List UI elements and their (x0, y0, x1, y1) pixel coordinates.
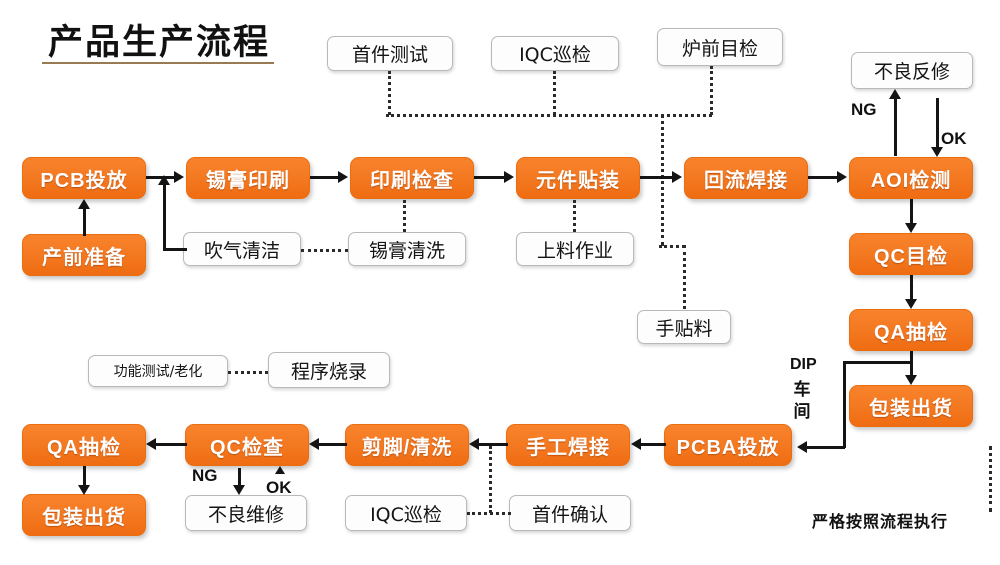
arrow-head-aoi-to-qc (905, 223, 917, 233)
step-pre-production[interactable]: 产前准备 (22, 234, 146, 276)
arrow-head-handsolder-to-cutclean (469, 438, 479, 450)
step-qc-inspect[interactable]: QC检查 (185, 424, 309, 466)
title-underline (42, 62, 274, 64)
dip-branch-vertical (843, 361, 846, 448)
arrow-head-pcba-to-handsolder (631, 438, 641, 450)
arrow-line-qc-to-qa2 (155, 443, 187, 446)
step-cut-clean[interactable]: 剪脚/清洗 (345, 424, 469, 466)
step-pack-ship-2[interactable]: 包装出货 (22, 494, 146, 536)
arrow-line-print-to-check (310, 176, 340, 179)
dotted-first-article-down (388, 71, 391, 115)
note-first-article-test[interactable]: 首件测试 (327, 36, 453, 71)
arrow-head-cutclean-to-qc (309, 438, 319, 450)
arrow-head-pcb-to-print (174, 171, 184, 183)
label-qc-ng: NG (192, 466, 218, 485)
arrow-line-reflow-to-aoi (808, 176, 839, 179)
label-dip-workshop-1: DIP (790, 356, 817, 373)
arrow-head-reflow-to-aoi (837, 171, 847, 183)
arrow-head-print-to-check (338, 171, 348, 183)
arrow-line-handsolder-to-cutclean (478, 443, 508, 446)
note-rework[interactable]: 不良反修 (851, 52, 973, 89)
dip-branch-arrow-head (797, 441, 807, 453)
arrow-line-check-to-mount (474, 176, 506, 179)
dotted-iqc-top-down (553, 71, 556, 115)
arrow-line-qc-to-qa (910, 275, 913, 300)
qc-ng-arrow-head (233, 485, 245, 495)
dotted-feeding-up (573, 200, 576, 232)
dotted-firstarticle-up (489, 446, 492, 513)
qc-ng-line (238, 468, 241, 486)
label-aoi-ng: NG (851, 100, 877, 119)
arrow-line-pcba-to-handsolder (640, 443, 666, 446)
step-solder-print[interactable]: 锡膏印刷 (186, 157, 310, 199)
step-reflow-solder[interactable]: 回流焊接 (684, 157, 808, 199)
footnote-text: 严格按照流程执行 (812, 512, 949, 531)
arrow-head-qc-to-qa2 (146, 438, 156, 450)
dip-branch-bottom (806, 446, 845, 449)
step-qa-sample-2[interactable]: QA抽检 (22, 424, 146, 466)
note-iqc-patrol-top[interactable]: IQC巡检 (491, 36, 619, 71)
note-repair[interactable]: 不良维修 (185, 495, 307, 531)
step-pcba-feed[interactable]: PCBA投放 (664, 424, 792, 466)
dotted-right-edge-v (989, 446, 992, 512)
step-hand-solder[interactable]: 手工焊接 (506, 424, 630, 466)
airblow-line-v (163, 184, 166, 250)
note-program-burn[interactable]: 程序烧录 (268, 352, 390, 388)
arrow-line-pre-to-pcb (83, 208, 86, 236)
arrow-head-qa2-to-pack2 (78, 485, 90, 495)
page-title: 产品生产流程 (48, 23, 271, 63)
note-feeding-work[interactable]: 上料作业 (516, 232, 634, 266)
arrow-line-aoi-to-qc (910, 199, 913, 224)
dip-branch-top (843, 361, 912, 364)
qc-ok-arrow-head (275, 466, 285, 474)
dotted-spine-down (661, 114, 664, 246)
airblow-arrow-head (158, 175, 170, 185)
note-furnace-visual[interactable]: 炉前目检 (657, 28, 783, 66)
arrow-line-qa-to-pack (910, 351, 913, 376)
note-solder-paste-clean[interactable]: 锡膏清洗 (348, 232, 466, 266)
aoi-ng-arrow-head (889, 89, 901, 99)
arrow-head-mount-to-reflow (672, 171, 682, 183)
label-qc-ok: OK (266, 478, 292, 497)
dotted-spine-jog (659, 245, 685, 248)
arrow-head-check-to-mount (504, 171, 514, 183)
step-qc-visual[interactable]: QC目检 (849, 233, 973, 275)
note-iqc-patrol-bottom[interactable]: IQC巡检 (345, 495, 467, 531)
arrow-line-cutclean-to-qc (318, 443, 347, 446)
step-component-mount[interactable]: 元件贴装 (516, 157, 640, 199)
step-qa-sample[interactable]: QA抽检 (849, 309, 973, 351)
step-pack-ship[interactable]: 包装出货 (849, 385, 973, 427)
note-first-article-confirm[interactable]: 首件确认 (509, 495, 631, 531)
dotted-iqc-to-firstarticle (467, 512, 511, 515)
dotted-furnace-down (710, 66, 713, 115)
step-print-check[interactable]: 印刷检查 (350, 157, 474, 199)
label-aoi-ok: OK (941, 129, 967, 148)
dotted-top-spine (386, 114, 712, 117)
dotted-functiontest-to-program (228, 371, 268, 374)
label-dip-workshop-2: 车 (793, 380, 811, 400)
step-aoi-check[interactable]: AOI检测 (849, 157, 973, 199)
aoi-ok-line (936, 98, 939, 148)
aoi-ok-arrow-head (931, 147, 943, 157)
dotted-airblow-to-pasteclean (301, 249, 348, 252)
dotted-hand-place-up (683, 245, 686, 309)
note-air-blow-clean[interactable]: 吹气清洁 (183, 232, 301, 266)
airblow-line-h (163, 248, 187, 251)
arrow-head-pre-to-pcb (78, 199, 90, 209)
arrow-line-qa2-to-pack2 (83, 466, 86, 486)
note-function-test-aging[interactable]: 功能测试/老化 (88, 355, 228, 387)
arrow-line-mount-to-reflow (640, 176, 674, 179)
step-pcb-feed[interactable]: PCB投放 (22, 157, 146, 199)
aoi-ng-line (894, 98, 897, 156)
note-hand-place[interactable]: 手贴料 (637, 310, 731, 344)
dotted-pasteclean-up (403, 200, 406, 232)
arrow-head-qa-to-pack (905, 375, 917, 385)
label-dip-workshop-3: 间 (793, 402, 811, 422)
arrow-head-qc-to-qa (905, 299, 917, 309)
